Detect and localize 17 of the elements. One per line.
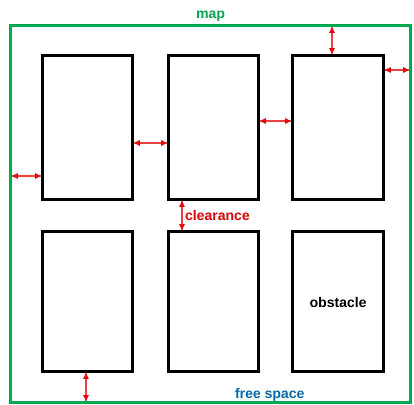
obstacle-box	[41, 230, 134, 373]
map-title: map	[196, 5, 225, 21]
obstacle-label: obstacle	[310, 294, 366, 310]
obstacle-box	[41, 54, 134, 201]
clearance-arrow	[83, 373, 89, 401]
obstacle-box	[167, 54, 260, 201]
clearance-arrow	[134, 140, 167, 146]
clearance-label: clearance	[185, 207, 250, 223]
clearance-arrow	[329, 27, 335, 54]
clearance-arrow	[179, 201, 185, 230]
obstacle-box	[291, 230, 385, 373]
clearance-arrow	[12, 173, 41, 179]
free-space-label: free space	[235, 385, 304, 401]
clearance-arrow	[385, 67, 409, 73]
obstacle-box	[291, 54, 385, 201]
clearance-arrow	[260, 118, 291, 124]
obstacle-box	[167, 230, 260, 373]
